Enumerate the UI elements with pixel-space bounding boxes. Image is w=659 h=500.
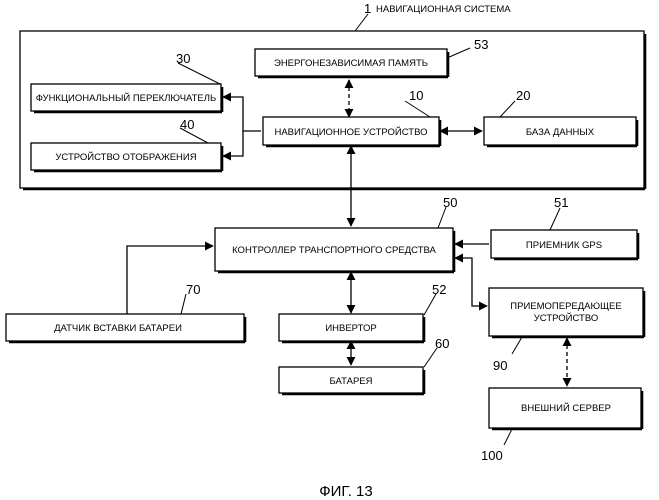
navdevice-number: 10 [409, 88, 423, 103]
memory-label: ЭНЕРГОНЕЗАВИСИМАЯ ПАМЯТЬ [274, 58, 428, 69]
controller-leader-line [438, 207, 446, 228]
inverter-label: ИНВЕРТОР [325, 323, 376, 334]
server-label: ВНЕШНИЙ СЕРВЕР [521, 402, 611, 414]
gps-leader-line [550, 208, 560, 230]
system-label: НАВИГАЦИОННАЯ СИСТЕМА [376, 4, 511, 15]
sensor-controller-link [127, 246, 213, 314]
transceiver-number: 90 [493, 358, 507, 373]
database-number: 20 [516, 88, 530, 103]
battery-block: БАТАРЕЯ 60 [279, 336, 449, 394]
sensor-block: ДАТЧИК ВСТАВКИ БАТАРЕИ 70 [6, 282, 245, 342]
display-number: 40 [180, 117, 194, 132]
display-label: УСТРОЙСТВО ОТОБРАЖЕНИЯ [55, 151, 196, 163]
switch-label: ФУНКЦИОНАЛЬНЫЙ ПЕРЕКЛЮЧАТЕЛЬ [36, 92, 217, 104]
switch-number: 30 [176, 51, 190, 66]
battery-number: 60 [435, 336, 449, 351]
database-label: БАЗА ДАННЫХ [526, 127, 595, 138]
sensor-label: ДАТЧИК ВСТАВКИ БАТАРЕИ [54, 323, 182, 334]
controller-label: КОНТРОЛЛЕР ТРАНСПОРТНОГО СРЕДСТВА [232, 245, 436, 256]
server-block: ВНЕШНИЙ СЕРВЕР 100 [481, 388, 642, 463]
system-number: 1 [364, 1, 371, 16]
transceiver-leader-line [512, 337, 522, 354]
server-number: 100 [481, 448, 503, 463]
memory-number: 53 [474, 37, 488, 52]
battery-label: БАТАРЕЯ [330, 376, 373, 387]
sensor-leader-line [181, 294, 186, 314]
gps-label: ПРИЕМНИК GPS [526, 240, 602, 251]
inverter-block: ИНВЕРТОР 52 [279, 282, 446, 342]
sensor-number: 70 [186, 282, 200, 297]
figure-caption: ФИГ. 13 [319, 483, 373, 500]
controller-transceiver-link [455, 258, 487, 306]
gps-block: ПРИЕМНИК GPS 51 [491, 195, 638, 259]
inverter-leader-line [424, 294, 436, 315]
gps-number: 51 [554, 195, 568, 210]
inverter-number: 52 [432, 282, 446, 297]
server-leader-line [504, 429, 512, 445]
system-leader-line [355, 14, 368, 31]
controller-number: 50 [443, 195, 457, 210]
controller-block: КОНТРОЛЛЕР ТРАНСПОРТНОГО СРЕДСТВА 50 [215, 195, 457, 272]
navdevice-label: НАВИГАЦИОННОЕ УСТРОЙСТВО [274, 126, 427, 138]
transceiver-label-line2: УСТРОЙСТВО [534, 312, 599, 324]
transceiver-label-line1: ПРИЕМОПЕРЕДАЮЩЕЕ [510, 301, 621, 312]
